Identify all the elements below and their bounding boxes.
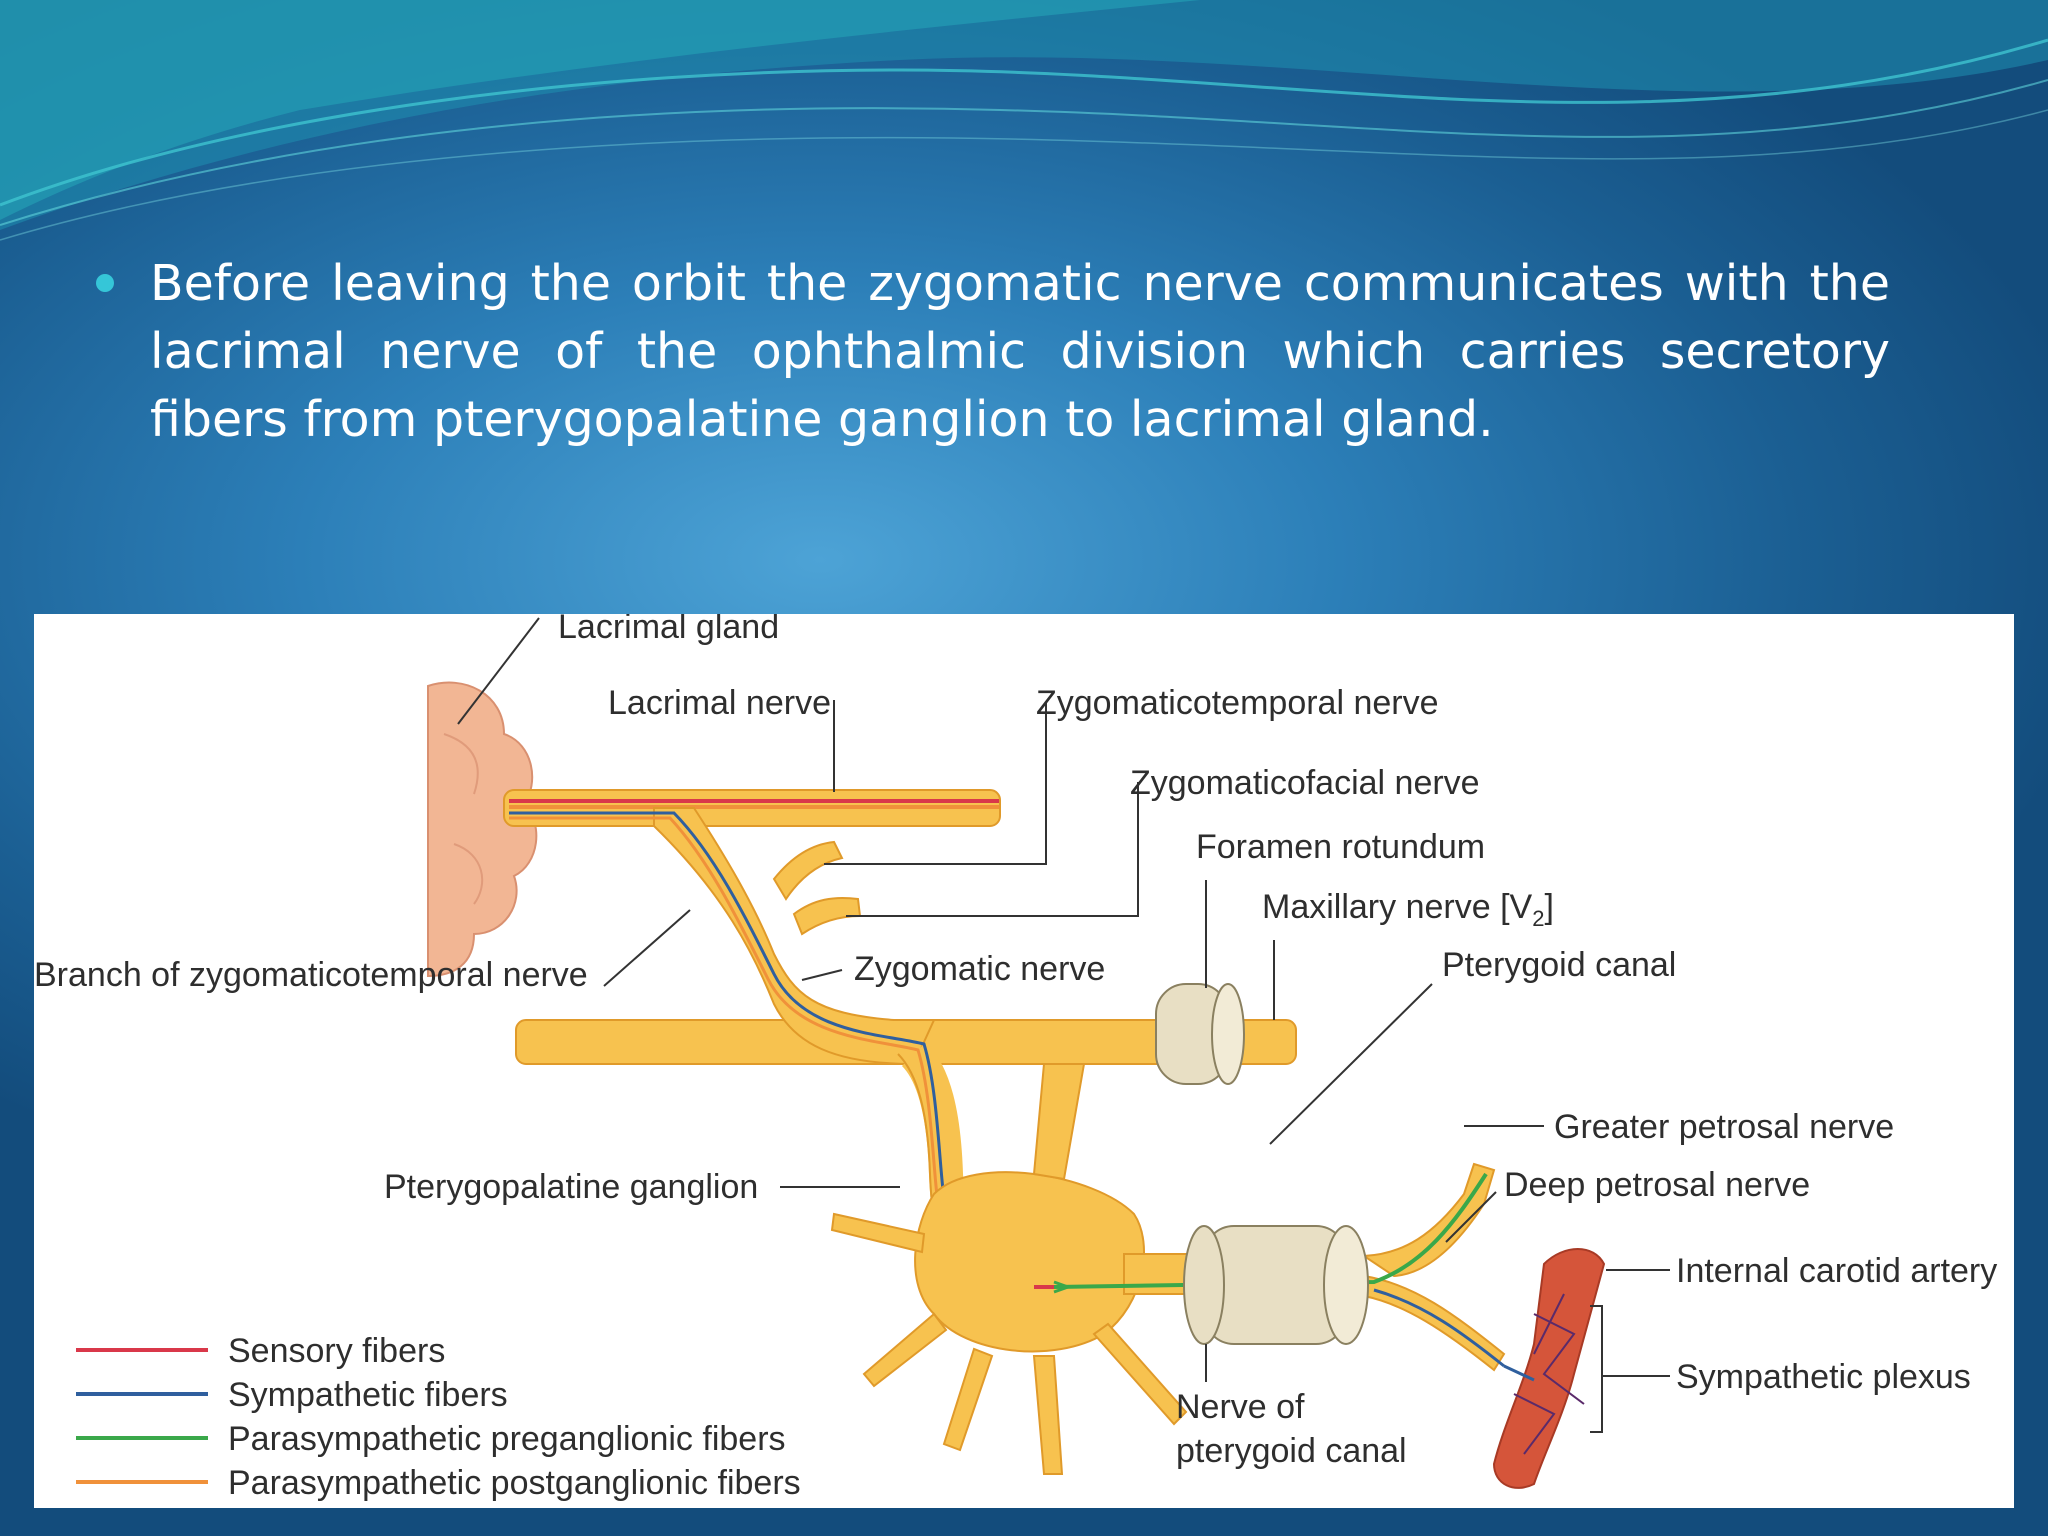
pterygoid-canal-shape xyxy=(1183,1225,1369,1345)
lacrimal-gland-shape xyxy=(427,681,538,978)
label-pterygoid-canal: Pterygoid canal xyxy=(1442,946,1676,984)
label-foramen-rotundum: Foramen rotundum xyxy=(1196,828,1485,866)
label-zygomaticofacial-nerve: Zygomaticofacial nerve xyxy=(1130,764,1480,802)
label-lacrimal-gland: Lacrimal gland xyxy=(558,614,779,646)
legend: Sensory fibers Sympathetic fibers Parasy… xyxy=(76,1332,801,1502)
legend-label-para-pre: Parasympathetic preganglionic fibers xyxy=(228,1420,786,1458)
legend-label-sensory: Sensory fibers xyxy=(228,1332,445,1370)
legend-label-sympathetic: Sympathetic fibers xyxy=(228,1376,508,1414)
bullet-point: Before leaving the orbit the zygomatic n… xyxy=(96,250,1890,454)
bullet-text: Before leaving the orbit the zygomatic n… xyxy=(150,255,1890,448)
label-zygomaticotemporal-nerve: Zygomaticotemporal nerve xyxy=(1036,684,1439,722)
label-internal-carotid-artery: Internal carotid artery xyxy=(1676,1252,1997,1290)
foramen-rotundum-shape xyxy=(1155,983,1245,1085)
label-greater-petrosal-nerve: Greater petrosal nerve xyxy=(1554,1108,1894,1146)
label-zygomatic-nerve: Zygomatic nerve xyxy=(854,950,1105,988)
label-sympathetic-plexus: Sympathetic plexus xyxy=(1676,1358,1971,1396)
label-lacrimal-nerve: Lacrimal nerve xyxy=(608,684,831,722)
label-maxillary-nerve: Maxillary nerve [V2] xyxy=(1262,888,1554,931)
label-nerve-of-pterygoid-canal-line1: Nerve of xyxy=(1176,1388,1305,1426)
leader-lines xyxy=(457,617,1670,1433)
label-nerve-of-pterygoid-canal-line2: pterygoid canal xyxy=(1176,1432,1407,1470)
label-deep-petrosal-nerve: Deep petrosal nerve xyxy=(1504,1166,1810,1204)
bullet-dot-icon xyxy=(96,274,114,292)
nerve-diagram-figure: Lacrimal gland Lacrimal nerve Zygomatico… xyxy=(34,614,2014,1508)
label-pterygopalatine-ganglion: Pterygopalatine ganglion xyxy=(384,1168,758,1206)
legend-label-para-post: Parasympathetic postganglionic fibers xyxy=(228,1464,801,1502)
nerve-diagram-svg: Lacrimal gland Lacrimal nerve Zygomatico… xyxy=(34,614,1997,1502)
label-branch-zygomaticotemporal: Branch of zygomaticotemporal nerve xyxy=(34,956,588,994)
